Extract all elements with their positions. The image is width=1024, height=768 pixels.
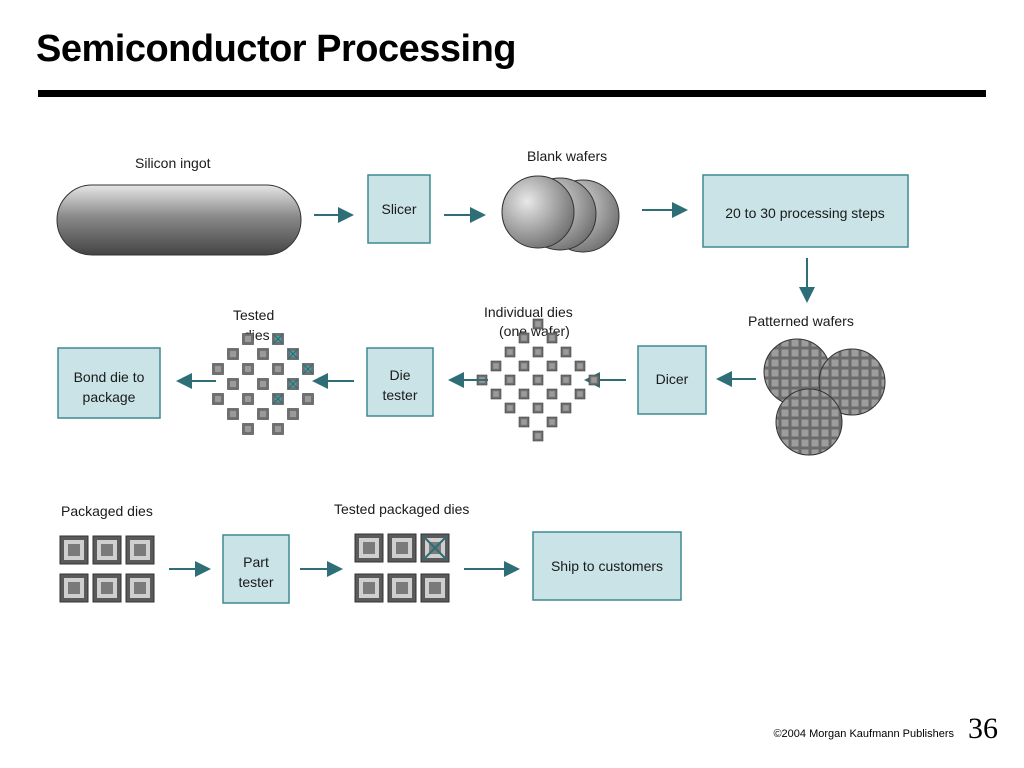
package [92,573,122,603]
slide-title: Semiconductor Processing [36,28,517,70]
ship-to-customers-label: Ship to customers [551,558,663,574]
die [242,333,254,345]
die [518,416,530,428]
die [257,378,269,390]
die [272,363,284,375]
die [257,348,269,360]
die [227,408,239,420]
processing-steps-box [702,174,909,248]
packaged-dies-grid [59,535,155,603]
bond-die-label-2: package [83,389,136,405]
die [504,374,516,386]
slicer-label: Slicer [381,201,416,217]
part-tester-label-1: Part [243,554,269,570]
failed-package [420,533,450,563]
die [560,374,572,386]
die [490,388,502,400]
die [532,430,544,442]
die [532,402,544,414]
die [518,360,530,372]
die-tester-label-2: tester [382,387,417,403]
tested-dies-cluster [212,333,314,435]
blank-wafers [501,175,620,253]
title-rule [38,90,986,97]
die [546,360,558,372]
die [242,393,254,405]
package [59,535,89,565]
package [59,573,89,603]
die [212,363,224,375]
die-tester-box [366,347,434,417]
die [212,393,224,405]
package [354,533,384,563]
tested-packaged-dies-label: Tested packaged dies [334,501,469,517]
die [302,393,314,405]
die [532,374,544,386]
die [546,388,558,400]
die [490,360,502,372]
defective-die [302,363,314,375]
die [574,388,586,400]
silicon-ingot-label: Silicon ingot [135,155,211,171]
die [257,408,269,420]
die [504,402,516,414]
die [560,402,572,414]
package [354,573,384,603]
processing-steps-label: 20 to 30 processing steps [725,205,885,221]
packaged-dies-label: Packaged dies [61,503,153,519]
die [546,332,558,344]
defective-die [287,348,299,360]
die [272,423,284,435]
package [92,535,122,565]
blank-wafers-label: Blank wafers [527,148,607,164]
slicer-box [367,174,431,244]
die [242,363,254,375]
die [518,388,530,400]
package [125,535,155,565]
patterned-wafers [763,338,886,456]
die [560,346,572,358]
defective-die [272,393,284,405]
bond-die-box [57,347,161,419]
die [546,416,558,428]
die [287,408,299,420]
copyright-footer: ©2004 Morgan Kaufmann Publishers [773,728,954,740]
die [227,348,239,360]
die [532,318,544,330]
defective-die [287,378,299,390]
die-tester-label-1: Die [389,367,410,383]
die [504,346,516,358]
bond-die-label-1: Bond die to [74,369,145,385]
die [588,374,600,386]
individual-dies-label: Individual dies [484,304,573,320]
dicer-box [637,345,707,415]
package [387,573,417,603]
package [125,573,155,603]
patterned-wafers-label: Patterned wafers [748,313,854,329]
die [227,378,239,390]
part-tester-box [222,534,290,604]
die [574,360,586,372]
part-tester-label-2: tester [238,574,273,590]
dicer-label: Dicer [656,371,689,387]
die [532,346,544,358]
package [420,573,450,603]
ship-to-customers-box [532,531,682,601]
defective-die [272,333,284,345]
semiconductor-process-diagram: Silicon ingot Slicer Blank wafers 20 to … [56,148,909,604]
tested-dies-label-1: Tested [233,307,274,323]
silicon-ingot [56,184,302,256]
package [387,533,417,563]
page-number: 36 [968,712,998,745]
tested-packaged-dies-grid [354,533,450,603]
die [242,423,254,435]
individual-dies-cluster [476,318,600,442]
die [518,332,530,344]
